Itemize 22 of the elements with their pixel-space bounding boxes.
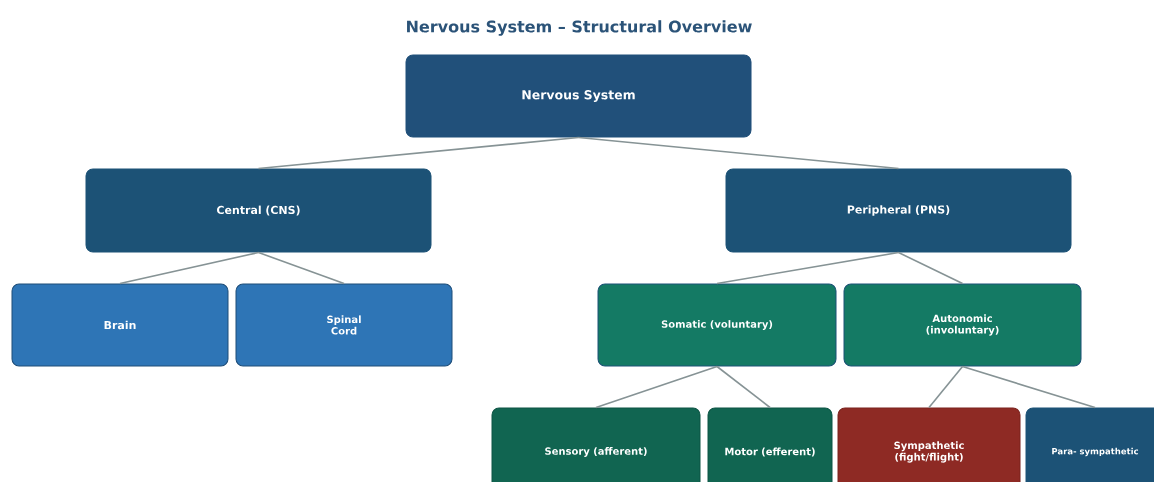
connector-line (577, 136, 900, 170)
tree-box: Motor (efferent) (707, 407, 833, 482)
connector-line (928, 365, 964, 409)
connector-line (716, 251, 900, 285)
tree-box: Nervous System (405, 54, 752, 138)
tree-box: Sensory (afferent) (491, 407, 701, 482)
connector-line (257, 136, 580, 170)
tree-box: Somatic (voluntary) (597, 283, 837, 367)
connector-line (119, 251, 260, 285)
tree-box: Brain (11, 283, 229, 367)
connector-line (257, 251, 345, 285)
connector-line (961, 365, 1096, 409)
tree-box: Spinal Cord (235, 283, 453, 367)
connector-line (595, 365, 718, 409)
connector-line (897, 251, 964, 285)
tree-box: Para- sympathetic (1025, 407, 1154, 482)
tree-box: Peripheral (PNS) (725, 168, 1072, 253)
tree-box: Autonomic (involuntary) (843, 283, 1082, 367)
tree-box: Central (CNS) (85, 168, 432, 253)
title: Nervous System – Structural Overview (407, 20, 752, 36)
tree-box: Sympathetic (fight/flight) (837, 407, 1021, 482)
connector-line (716, 365, 771, 409)
